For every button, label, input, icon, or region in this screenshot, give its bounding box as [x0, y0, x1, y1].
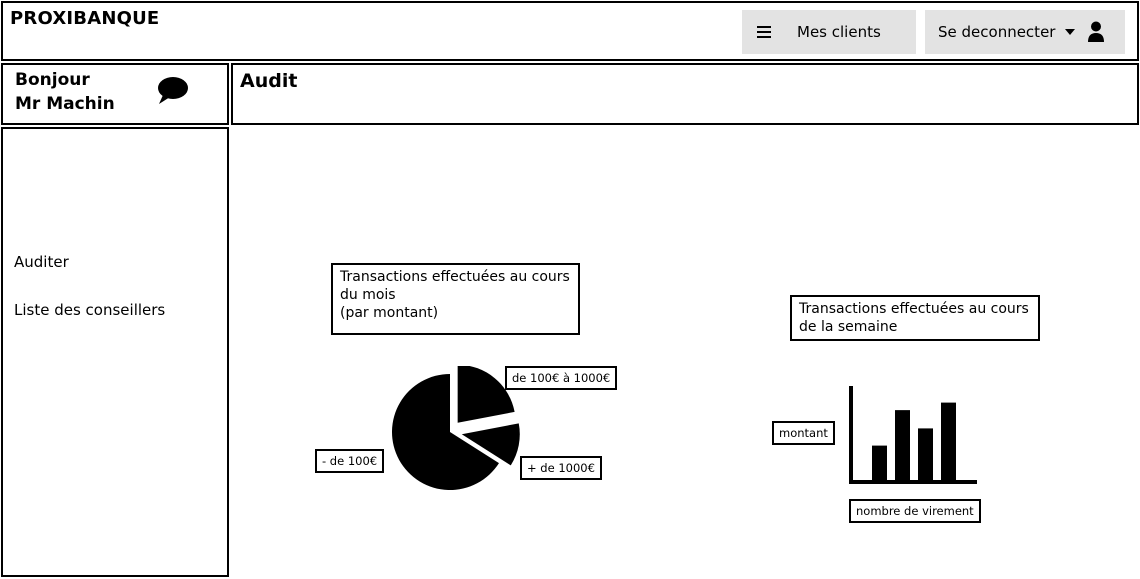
pie-label-mid: de 100€ à 1000€: [505, 366, 618, 390]
bar-y-axis-label: montant: [772, 421, 835, 445]
bar-mark: [872, 445, 887, 480]
bar-x-axis-label: nombre de virement: [849, 499, 981, 523]
pie-label-low: - de 100€: [315, 449, 385, 473]
pie-slice-mid: [457, 366, 515, 423]
pie-chart-title: Transactions effectuées au cours du mois…: [331, 263, 580, 335]
page-header: Audit: [231, 63, 1139, 125]
sidebar-item-audit[interactable]: Auditer: [14, 253, 69, 271]
pie-slice-low: [392, 374, 499, 490]
bar-mark: [941, 402, 956, 480]
my-clients-button[interactable]: Mes clients: [742, 10, 916, 54]
my-clients-label: Mes clients: [797, 23, 881, 41]
bar-mark: [918, 428, 933, 480]
page-title: Audit: [240, 70, 298, 92]
bar-mark: [895, 410, 910, 480]
sidebar: Auditer Liste des conseillers: [1, 127, 229, 577]
bar-chart: [849, 386, 977, 484]
bar-title-line: de la semaine: [799, 319, 898, 335]
logout-label: Se deconnecter: [938, 23, 1056, 41]
chat-bubble-icon[interactable]: [155, 76, 189, 106]
pie-slice-high: [461, 423, 520, 466]
top-bar: PROXIBANQUE Mes clients Se deconnecter: [1, 1, 1139, 61]
bar-y-axis: [849, 386, 853, 484]
user-icon: [1088, 21, 1105, 42]
brand-logo: PROXIBANQUE: [10, 8, 160, 29]
pie-title-line: (par montant): [340, 305, 439, 321]
greeting-panel: Bonjour Mr Machin: [1, 63, 229, 125]
sidebar-item-advisors[interactable]: Liste des conseillers: [14, 301, 166, 319]
chevron-down-icon: [1065, 29, 1076, 35]
pie-label-high: + de 1000€: [520, 456, 602, 480]
pie-title-line: Transactions effectuées au cours: [340, 269, 570, 285]
user-name: Mr Machin: [15, 94, 115, 114]
bar-chart-title: Transactions effectuées au cours de la s…: [790, 295, 1040, 341]
bar-x-axis: [849, 480, 977, 484]
logout-button[interactable]: Se deconnecter: [925, 10, 1125, 54]
pie-title-line: du mois: [340, 287, 396, 303]
bar-title-line: Transactions effectuées au cours: [799, 301, 1029, 317]
greeting-text: Bonjour: [15, 70, 90, 90]
pie-chart: [392, 366, 520, 490]
hamburger-icon: [757, 26, 771, 38]
